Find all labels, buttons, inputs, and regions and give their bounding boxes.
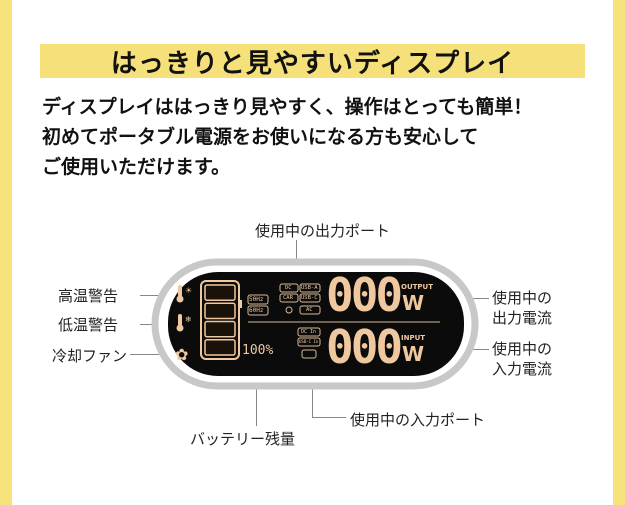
callout-low-temp: 低温警告: [58, 316, 119, 334]
leader-output-current: [455, 298, 489, 299]
leader-input-current: [455, 349, 489, 350]
callout-output-current-line-1: 使用中の: [492, 289, 553, 307]
callout-output-current: 使用中の 出力電流: [492, 288, 552, 328]
leader-fan: [130, 354, 176, 355]
callout-output-port: 使用中の出力ポート: [255, 222, 391, 240]
title-banner: はっきりと見やすいディスプレイ: [40, 44, 585, 79]
callout-input-current-line-2: 入力電流: [492, 360, 553, 378]
callout-high-temp: 高温警告: [58, 287, 119, 305]
leader-input-port-vertical: [312, 362, 313, 418]
intro-line-3: ご使用いただけます。: [42, 156, 231, 178]
intro-line-1: ディスプレイははっきり見やすく、操作はとっても簡単！: [42, 96, 533, 118]
leader-battery: [256, 356, 257, 426]
intro-line-2: 初めてポータブル電源をお使いになる方も安心して: [42, 126, 479, 148]
banner-title: はっきりと見やすいディスプレイ: [110, 48, 515, 79]
callout-input-current-line-1: 使用中の: [492, 340, 553, 358]
callout-input-port: 使用中の入力ポート: [350, 411, 486, 429]
intro-text: ディスプレイははっきり見やすく、操作はとっても簡単！ 初めてポータブル電源をお使…: [42, 92, 587, 182]
callout-battery: バッテリー残量: [190, 430, 296, 448]
leader-output-port: [296, 240, 297, 276]
callout-fan: 冷却ファン: [52, 347, 128, 365]
leader-input-port-horizontal: [312, 417, 346, 418]
leader-low-temp: [140, 324, 176, 325]
leader-high-temp: [140, 295, 176, 296]
callout-input-current: 使用中の 入力電流: [492, 339, 552, 379]
callout-output-current-line-2: 出力電流: [492, 309, 553, 327]
